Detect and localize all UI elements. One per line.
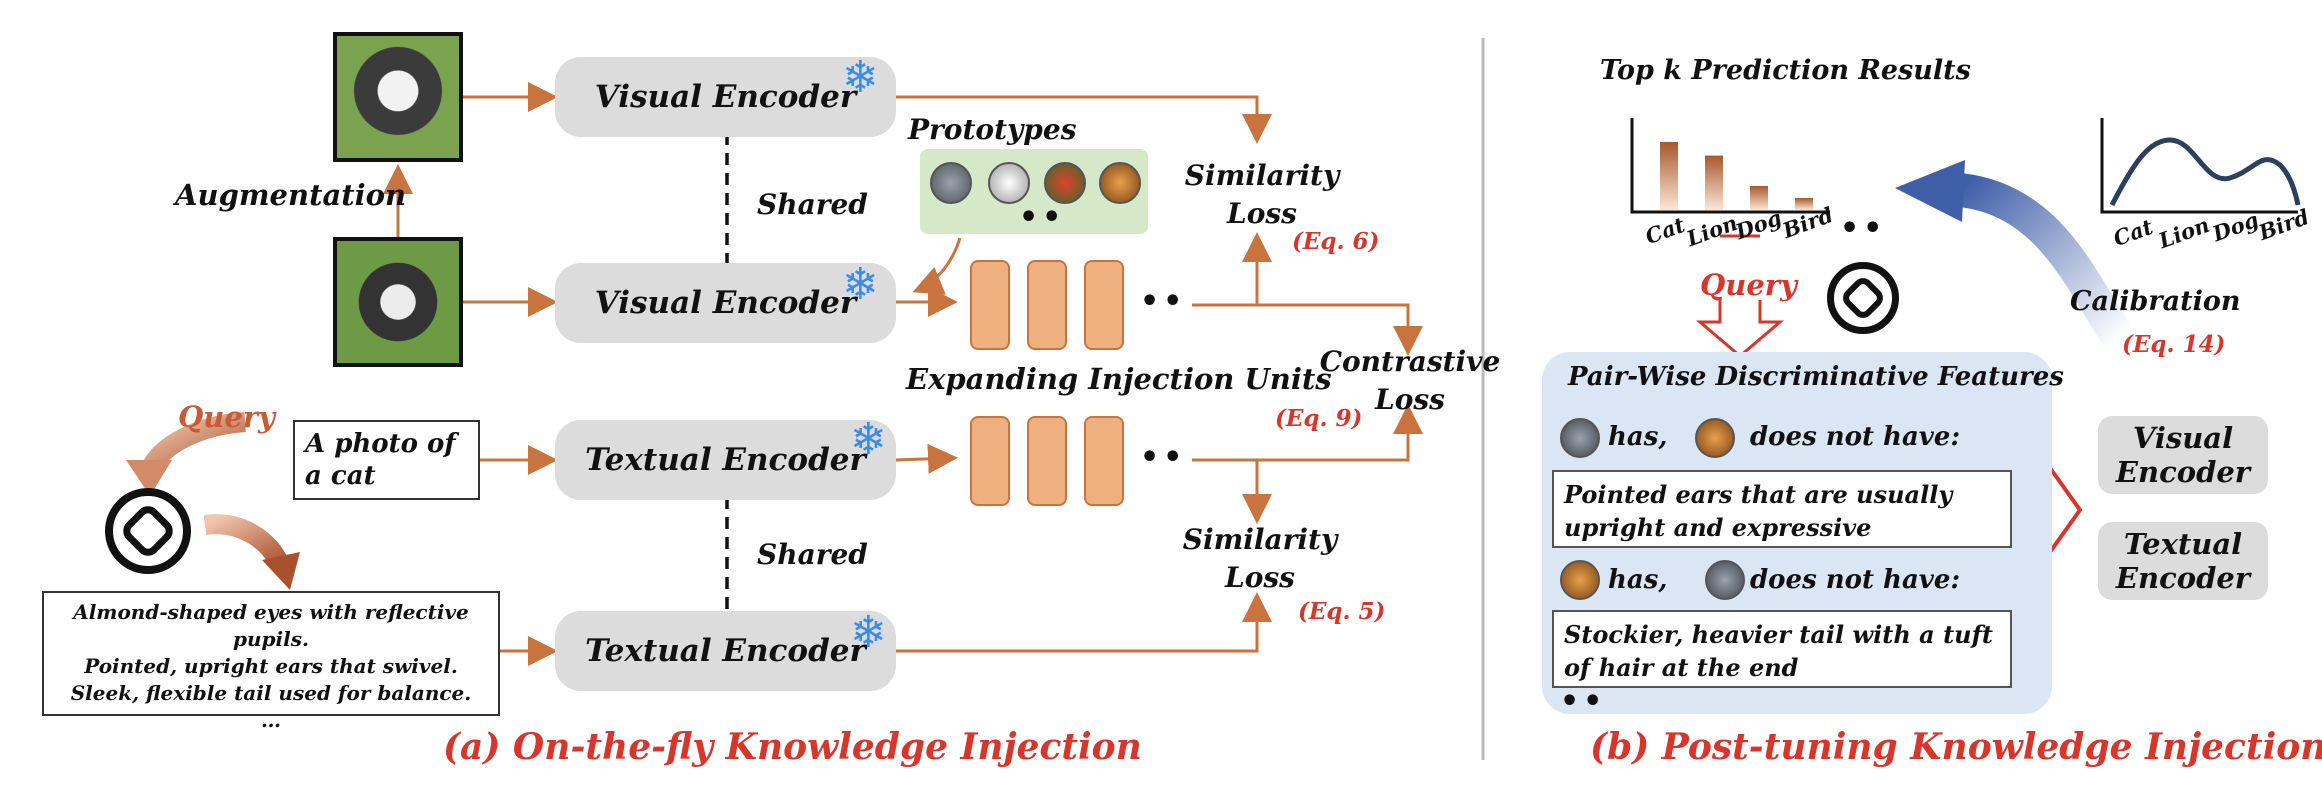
- injection-unit: [970, 416, 1010, 506]
- eq9-label: (Eq. 9): [1275, 405, 1363, 432]
- snowflake-icon: ❄: [850, 607, 887, 658]
- prototypes-label: Prototypes: [908, 113, 1077, 146]
- textual-encoder-2: Textual Encoder: [555, 611, 896, 691]
- injection-unit: [1027, 260, 1067, 350]
- cat-avatar: [1560, 418, 1600, 458]
- prototypes-ellipsis: ••: [1019, 200, 1066, 235]
- snowflake-icon: ❄: [842, 259, 879, 310]
- lion-avatar: [1695, 418, 1735, 458]
- units-ellipsis: ••: [1140, 284, 1187, 319]
- description-box: Almond-shaped eyes with reflective pupil…: [42, 591, 500, 732]
- topk-title: Top k Prediction Results: [1600, 55, 1971, 86]
- injection-unit: [1027, 416, 1067, 506]
- query-label-right: Query: [1700, 268, 1797, 302]
- lion-prototype: [1099, 162, 1141, 204]
- visual-encoder-1: Visual Encoder: [555, 57, 896, 137]
- visual-encoder-2: Visual Encoder: [555, 263, 896, 343]
- prediction-bars: [1660, 142, 1813, 210]
- similarity-loss-2: Similarity Loss: [1182, 523, 1338, 594]
- cat-prototype: [930, 162, 972, 204]
- does-not-have-label: does not have:: [1750, 565, 1961, 595]
- shared-label-2: Shared: [757, 538, 868, 571]
- augmented-cat-photo: [333, 32, 463, 162]
- caption-right: (b) Post-tuning Knowledge Injection: [1590, 726, 2322, 768]
- prompt-text-box: A photo of a cat: [293, 420, 480, 500]
- cat-avatar: [1705, 560, 1745, 600]
- openai-logo-icon: [1827, 262, 1899, 334]
- eq5-label: (Eq. 5): [1298, 598, 1386, 625]
- textual-encoder-right: Textual Encoder: [2098, 522, 2268, 600]
- pairwise-title: Pair-Wise Discriminative Features: [1568, 362, 2064, 392]
- has-label: has,: [1608, 422, 1668, 452]
- lion-avatar: [1560, 560, 1600, 600]
- query-label-left: Query: [178, 400, 275, 434]
- contrastive-loss-label: Contrastive Loss: [1319, 345, 1501, 416]
- does-not-have-label: does not have:: [1750, 422, 1961, 452]
- units-ellipsis: ••: [1140, 440, 1187, 475]
- dog-prototype: [988, 162, 1030, 204]
- pairwise-ellipsis: ••: [1560, 684, 1607, 719]
- bird-prototype: [1044, 162, 1086, 204]
- has-label: has,: [1608, 565, 1668, 595]
- calibration-label: Calibration: [2070, 286, 2241, 317]
- injection-unit: [1084, 416, 1124, 506]
- topk-ellipsis: ••: [1840, 211, 1887, 246]
- similarity-loss-1: Similarity Loss: [1184, 159, 1340, 230]
- description-line: Pointed, upright ears that swivel.: [84, 654, 458, 678]
- expanding-units-label: Expanding Injection Units: [906, 362, 1332, 396]
- feature-box-2: Stockier, heavier tail with a tuft of ha…: [1552, 610, 2012, 688]
- prediction-bar: [1705, 155, 1723, 210]
- injection-unit: [1084, 260, 1124, 350]
- snowflake-icon: ❄: [842, 52, 879, 103]
- snowflake-icon: ❄: [850, 414, 887, 465]
- cat-photo: [333, 237, 463, 367]
- injection-unit: [970, 260, 1010, 350]
- augmentation-label: Augmentation: [175, 178, 407, 212]
- eq14-label: (Eq. 14): [2122, 331, 2226, 358]
- caption-left: (a) On-the-fly Knowledge Injection: [443, 726, 1142, 768]
- description-line: …: [261, 708, 281, 732]
- prediction-bar: [1750, 186, 1768, 210]
- prediction-bar: [1795, 198, 1813, 210]
- textual-encoder-1: Textual Encoder: [555, 420, 896, 500]
- description-line: Sleek, flexible tail used for balance.: [70, 681, 472, 705]
- visual-encoder-right: Visual Encoder: [2098, 416, 2268, 494]
- eq6-label: (Eq. 6): [1292, 228, 1380, 255]
- prediction-bar: [1660, 142, 1678, 210]
- shared-label-1: Shared: [757, 188, 868, 221]
- feature-box-1: Pointed ears that are usually upright an…: [1552, 470, 2012, 548]
- description-line: Almond-shaped eyes with reflective pupil…: [73, 600, 469, 651]
- openai-logo-icon: [105, 488, 191, 574]
